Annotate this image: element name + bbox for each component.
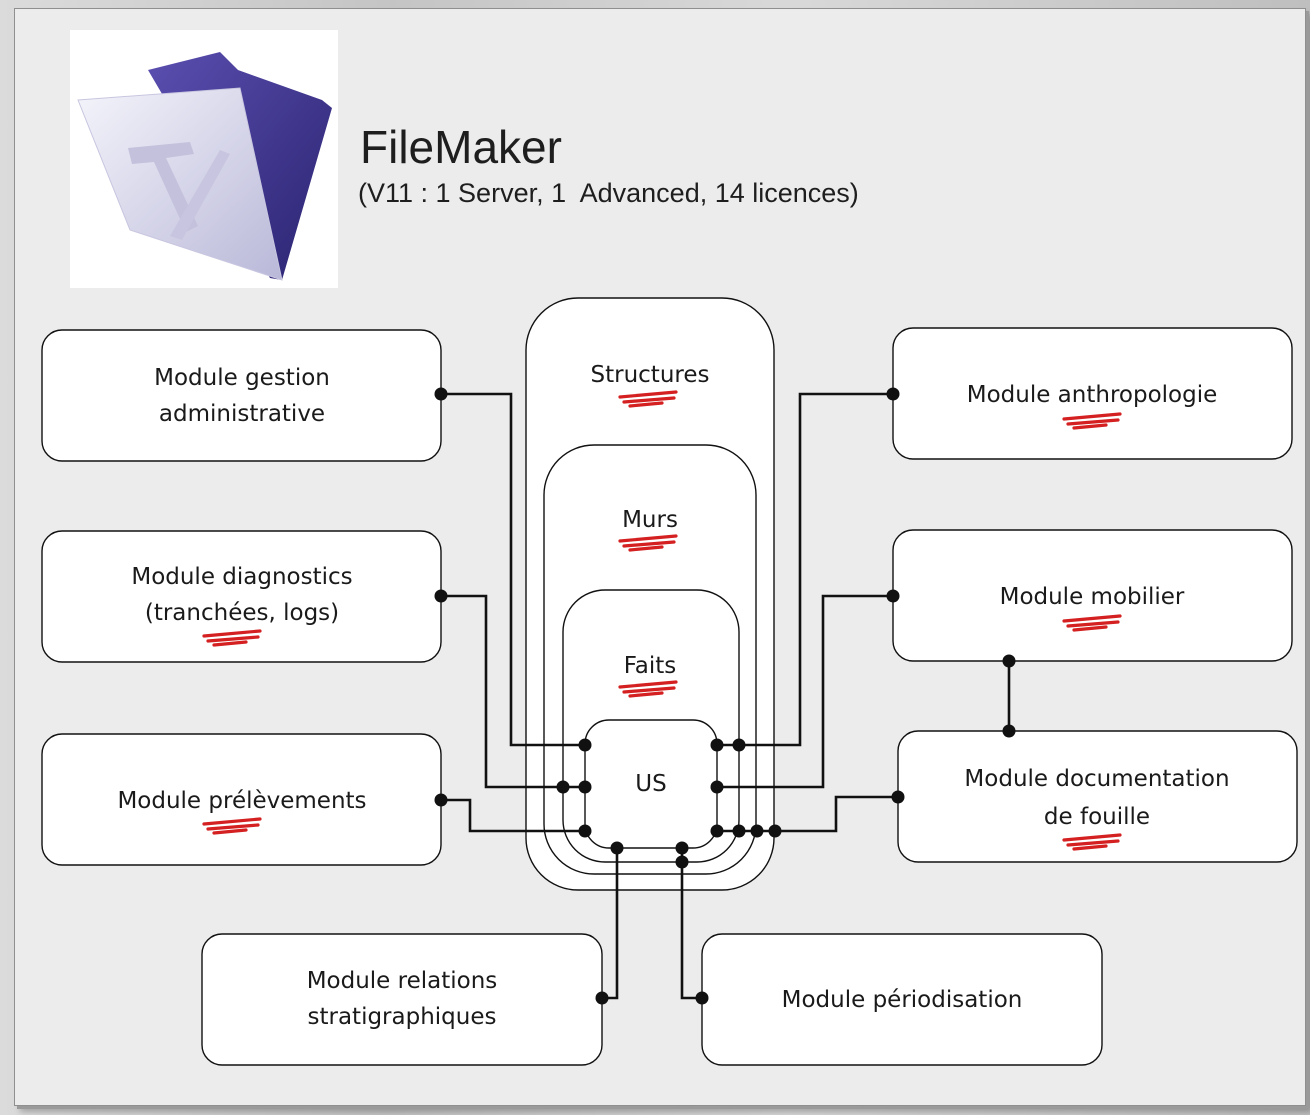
- us-label: US: [635, 771, 666, 797]
- module-periodisation-line1: Module périodisation: [782, 987, 1023, 1013]
- murs-red-mark: [618, 534, 678, 552]
- module-diagnostics-line1: Module diagnostics: [131, 564, 352, 590]
- module-relations-box: [201, 933, 603, 1066]
- module-prelevements-line1: Module prélèvements: [117, 788, 366, 814]
- app-title: FileMaker: [360, 121, 562, 173]
- mobilier-red-mark: [1062, 614, 1122, 632]
- faits-red-mark: [618, 680, 678, 698]
- filemaker-logo: [70, 30, 338, 288]
- murs-label: Murs: [622, 507, 678, 533]
- connector-diagnostics: [441, 594, 585, 789]
- module-mobilier-line1: Module mobilier: [1000, 584, 1185, 610]
- module-diagnostics-line2: (tranchées, logs): [145, 600, 339, 626]
- anthropologie-red-mark: [1062, 412, 1122, 430]
- folder-icon: [77, 52, 332, 281]
- module-relations-line2: stratigraphiques: [308, 1004, 497, 1030]
- connector-anthropologie: [717, 392, 893, 747]
- diagnostics-red-mark: [202, 629, 262, 647]
- module-gestion-line1: Module gestion: [154, 365, 330, 391]
- documentation-red-mark: [1062, 833, 1122, 851]
- module-documentation-line1: Module documentation: [964, 766, 1229, 792]
- structures-label: Structures: [591, 362, 710, 388]
- connector-prelevements: [441, 798, 585, 833]
- structures-red-mark: [618, 390, 678, 408]
- module-gestion-box: [41, 329, 442, 462]
- module-relations-line1: Module relations: [307, 968, 498, 994]
- module-gestion-line2: administrative: [159, 401, 325, 427]
- connector-gestion: [441, 392, 585, 747]
- prelevements-red-mark: [202, 817, 262, 835]
- module-documentation-line2: de fouille: [1044, 804, 1150, 830]
- connector-mobilier: [717, 594, 893, 789]
- app-subtitle: (V11 : 1 Server, 1 Advanced, 14 licences…: [358, 178, 859, 208]
- connector-periodisation: [680, 848, 702, 1000]
- connection-dots: [434, 387, 1016, 1005]
- faits-label: Faits: [624, 653, 677, 679]
- module-anthropologie-line1: Module anthropologie: [967, 382, 1218, 408]
